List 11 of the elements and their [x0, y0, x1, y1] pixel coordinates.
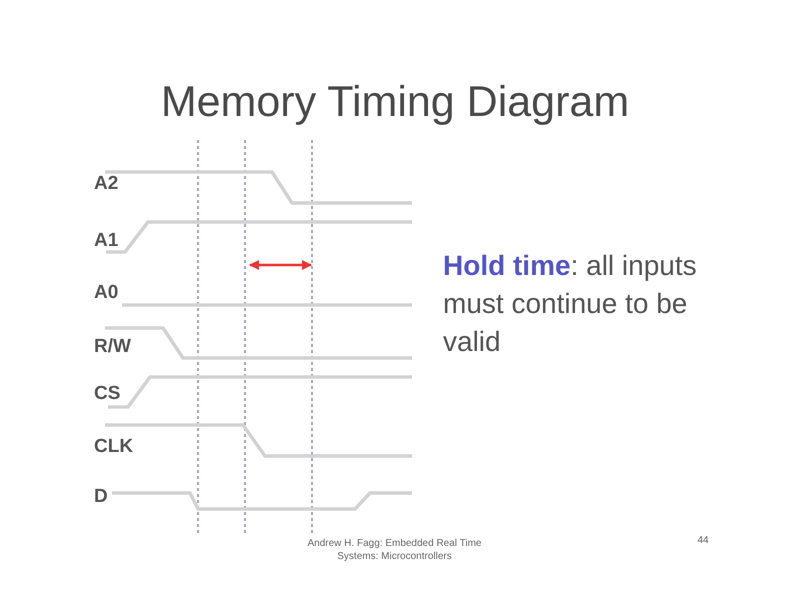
signal-name: CLK [94, 436, 134, 458]
signal-name: CS [94, 383, 120, 405]
signal-name: R/W [94, 336, 131, 358]
signal-name: D [94, 486, 108, 508]
signal-name: A0 [94, 282, 118, 304]
page-number: 44 [696, 534, 710, 547]
slide-title: Memory Timing Diagram [160, 77, 630, 128]
hold-time-note: Hold time: all inputs must continue to be valid [443, 249, 698, 359]
signal-name: A1 [94, 230, 118, 252]
signal-name: A2 [94, 173, 118, 195]
slide-footer: Andrew H. Fagg: Embedded Real Time Systems: Microcontrollers [287, 537, 502, 563]
